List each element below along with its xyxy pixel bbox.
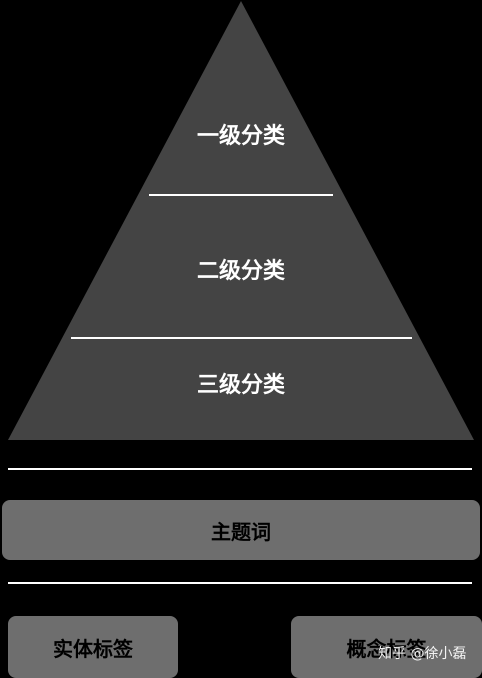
watermark-text: 知乎 @徐小磊 <box>378 646 467 662</box>
topic-box: 主题词 <box>2 500 480 560</box>
tier-label-level-1: 一级分类 <box>196 124 285 149</box>
concept-tag-label: 概念标签 <box>346 636 427 661</box>
topic-box-label: 主题词 <box>211 519 271 544</box>
separator-line-lower <box>8 582 472 584</box>
tier-label-level-3: 三级分类 <box>196 373 285 398</box>
concept-tag-box: 概念标签 <box>291 616 482 678</box>
entity-tag-box: 实体标签 <box>8 616 178 678</box>
tier-divider-2 <box>71 337 412 339</box>
separator-line-upper <box>8 468 472 470</box>
pyramid-shape <box>8 1 474 440</box>
tier-label-level-2: 二级分类 <box>196 259 285 284</box>
entity-tag-label: 实体标签 <box>53 636 133 661</box>
pyramid <box>8 1 474 440</box>
tier-divider-1 <box>149 194 333 196</box>
